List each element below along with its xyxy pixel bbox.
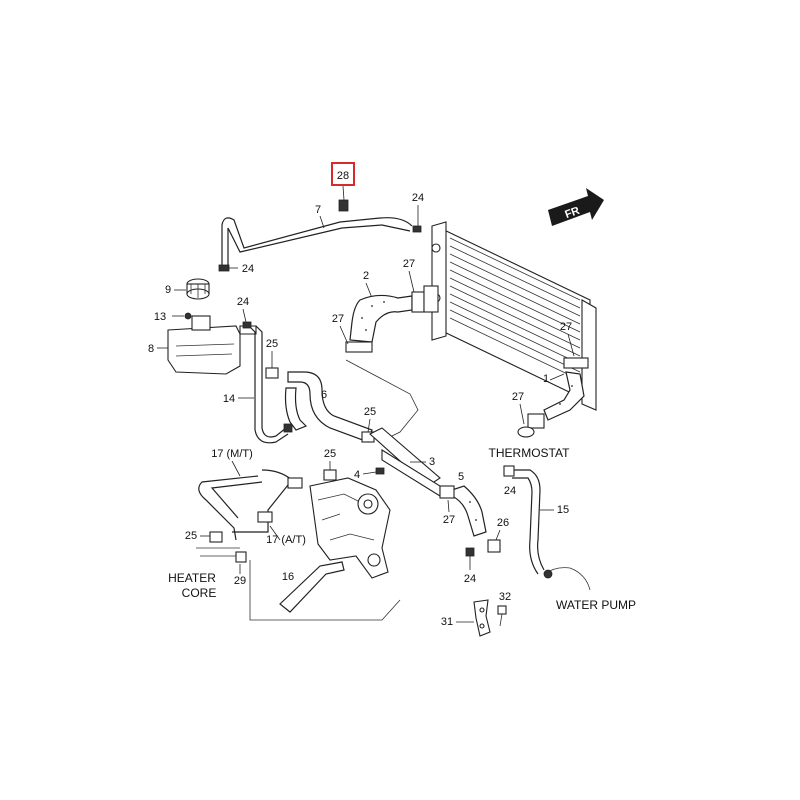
callout-27-c: 27 xyxy=(443,514,455,526)
callout-24-hose: 24 xyxy=(242,263,254,275)
callout-1: 1 xyxy=(543,373,549,385)
callout-6: 6 xyxy=(321,389,327,401)
callout-8: 8 xyxy=(148,343,154,355)
heater-core-label-line2: CORE xyxy=(182,586,217,600)
clip-28 xyxy=(338,199,349,212)
callout-5: 5 xyxy=(458,471,464,483)
water-pump-label: WATER PUMP xyxy=(556,598,636,612)
heater-core-label-line1: HEATER xyxy=(168,571,216,585)
front-direction-arrow: FR xyxy=(548,188,604,226)
callout-15: 15 xyxy=(557,504,569,516)
callout-16: 16 xyxy=(282,571,294,583)
callout-25-b: 25 xyxy=(364,406,376,418)
callout-27-right: 27 xyxy=(560,321,572,333)
callout-17-mt: 17 (M/T) xyxy=(211,448,253,460)
callout-14: 14 xyxy=(223,393,235,405)
callout-29: 29 xyxy=(234,575,246,587)
callout-7: 7 xyxy=(315,204,321,216)
callout-27-a: 27 xyxy=(403,258,415,270)
callout-27-therm: 27 xyxy=(512,391,524,403)
callout-4: 4 xyxy=(354,469,360,481)
surge-tank xyxy=(167,315,257,375)
fr-badge-text: FR xyxy=(563,205,581,221)
highlight-box-28 xyxy=(331,162,355,186)
engine-block-section xyxy=(309,477,391,579)
callout-25-c: 25 xyxy=(324,448,336,460)
callout-24-tank: 24 xyxy=(237,296,249,308)
callout-31: 31 xyxy=(441,616,453,628)
callout-25-a: 25 xyxy=(266,338,278,350)
callout-24-pump: 24 xyxy=(504,485,516,497)
callout-24-low: 24 xyxy=(464,573,476,585)
callout-32: 32 xyxy=(499,591,511,603)
callout-3: 3 xyxy=(429,456,435,468)
callout-26: 26 xyxy=(497,517,509,529)
callout-27-b: 27 xyxy=(332,313,344,325)
thermostat-label: THERMOSTAT xyxy=(489,446,571,460)
callout-17-at: 17 (A/T) xyxy=(266,534,306,546)
callout-9: 9 xyxy=(165,284,171,296)
callout-2: 2 xyxy=(363,270,369,282)
callout-13: 13 xyxy=(154,311,166,323)
callout-24-top: 24 xyxy=(412,192,424,204)
surge-tank-cap xyxy=(186,278,210,300)
callout-25-d: 25 xyxy=(185,530,197,542)
callout-28: 28 xyxy=(337,170,349,182)
